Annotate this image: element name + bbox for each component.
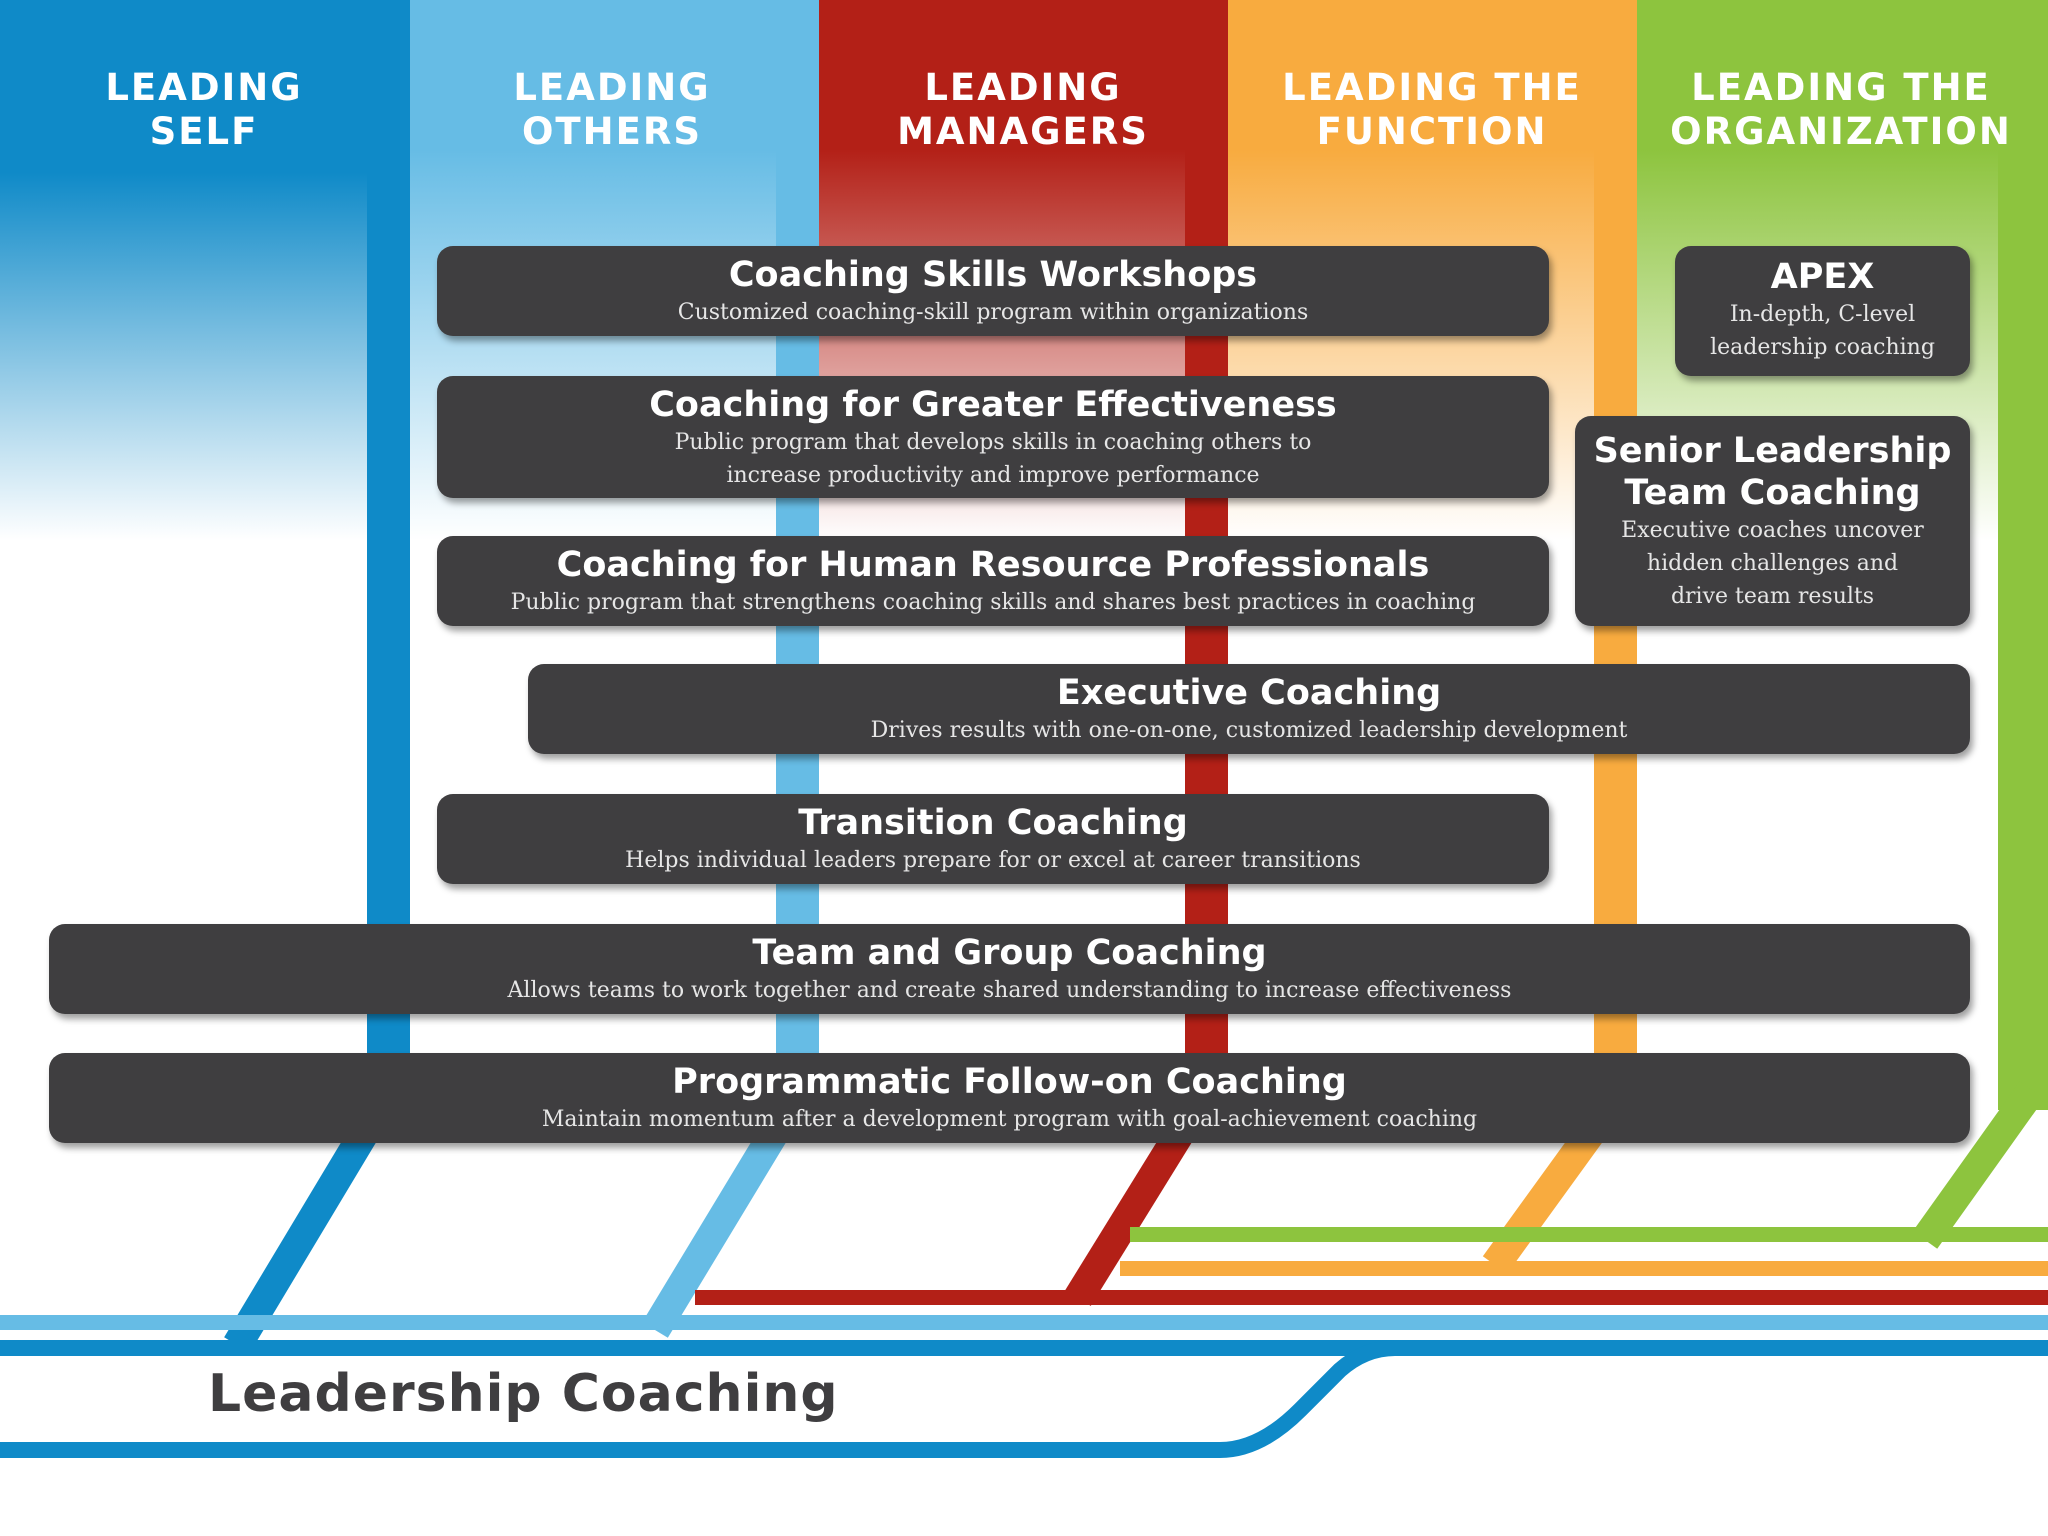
card-title: Coaching for Greater Effectiveness <box>649 385 1337 425</box>
card-description: Helps individual leaders prepare for or … <box>625 848 1361 873</box>
card-description: Drives results with one-on-one, customiz… <box>870 718 1628 743</box>
column-heading-line: LEADING <box>513 66 711 109</box>
column-heading-line: LEADING <box>105 66 303 109</box>
diag-leading-self <box>224 1112 385 1353</box>
column-heading-line: FUNCTION <box>1316 110 1548 153</box>
card-team-group-coaching: Team and Group Coaching Allows teams to … <box>49 924 1970 1014</box>
card-description-line: Executive coaches uncover <box>1621 518 1924 543</box>
card-title: Team and Group Coaching <box>752 933 1267 973</box>
card-title-line: Team Coaching <box>1624 473 1921 513</box>
card-transition-coaching: Transition Coaching Helps individual lea… <box>437 794 1549 884</box>
card-coaching-greater-effectiveness: Coaching for Greater Effectiveness Publi… <box>437 376 1549 498</box>
track-leading-others <box>0 1315 2048 1330</box>
card-senior-leadership-team-coaching: Senior Leadership Team Coaching Executiv… <box>1575 416 1970 626</box>
column-heading-leading-others: LEADING OTHERS <box>408 66 816 154</box>
card-title: Programmatic Follow-on Coaching <box>672 1062 1347 1102</box>
card-description: Allows teams to work together and create… <box>507 978 1512 1003</box>
column-heading-line: SELF <box>149 110 259 153</box>
card-description: Maintain momentum after a development pr… <box>541 1107 1478 1132</box>
column-heading-line: ORGANIZATION <box>1670 110 2012 153</box>
column-heading-line: LEADING <box>924 66 1122 109</box>
card-description-line: In-depth, C-level <box>1729 302 1916 327</box>
column-heading-leading-organization: LEADING THE ORGANIZATION <box>1637 66 2045 154</box>
track-leading-function <box>1120 1261 2048 1276</box>
column-heading-line: LEADING THE <box>1282 66 1582 109</box>
card-title: Executive Coaching <box>1056 673 1442 713</box>
card-description: Public program that strengthens coaching… <box>510 590 1476 615</box>
card-coaching-skills-workshops: Coaching Skills Workshops Customized coa… <box>437 246 1549 336</box>
diag-leading-others <box>642 1112 795 1338</box>
column-heading-leading-function: LEADING THE FUNCTION <box>1228 66 1636 154</box>
card-description: Public program that develops skills in c… <box>437 426 1549 492</box>
card-description: In-depth, C-level leadership coaching <box>1675 298 1970 364</box>
card-description: Customized coaching-skill program within… <box>677 300 1309 325</box>
line-leading-organization <box>1998 0 2048 1110</box>
card-title: Coaching for Human Resource Professional… <box>556 545 1430 585</box>
card-description-line: hidden challenges and <box>1646 551 1899 576</box>
card-description: Executive coaches uncover hidden challen… <box>1575 514 1970 613</box>
column-heading-line: LEADING THE <box>1691 66 1991 109</box>
card-description-line: Public program that develops skills in c… <box>674 430 1312 455</box>
card-description-line: drive team results <box>1670 584 1875 609</box>
column-heading-leading-managers: LEADING MANAGERS <box>819 66 1227 154</box>
footer-title: Leadership Coaching <box>208 1364 839 1424</box>
card-description-line: leadership coaching <box>1710 335 1935 360</box>
card-title: APEX <box>1770 257 1875 297</box>
card-coaching-hr-professionals: Coaching for Human Resource Professional… <box>437 536 1549 626</box>
track-leading-organization <box>1130 1227 2048 1242</box>
column-heading-line: MANAGERS <box>897 110 1149 153</box>
card-programmatic-follow-on-coaching: Programmatic Follow-on Coaching Maintain… <box>49 1053 1970 1143</box>
diag-leading-organization <box>1912 1081 2045 1249</box>
diag-leading-managers <box>1065 1112 1201 1306</box>
column-heading-leading-self: LEADING SELF <box>0 66 408 154</box>
card-title: Coaching Skills Workshops <box>728 255 1258 295</box>
card-title: Senior Leadership Team Coaching <box>1575 430 1970 514</box>
card-title: Transition Coaching <box>798 803 1188 843</box>
line-leading-self <box>367 0 410 1075</box>
card-description-line: increase productivity and improve perfor… <box>726 463 1260 488</box>
card-title-line: Senior Leadership <box>1593 431 1952 471</box>
track-curve-bottom <box>0 1340 2048 1458</box>
card-executive-coaching: Executive Coaching Drives results with o… <box>528 664 1970 754</box>
card-apex: APEX In-depth, C-level leadership coachi… <box>1675 246 1970 376</box>
column-heading-line: OTHERS <box>521 110 703 153</box>
track-leading-managers <box>695 1290 2048 1305</box>
